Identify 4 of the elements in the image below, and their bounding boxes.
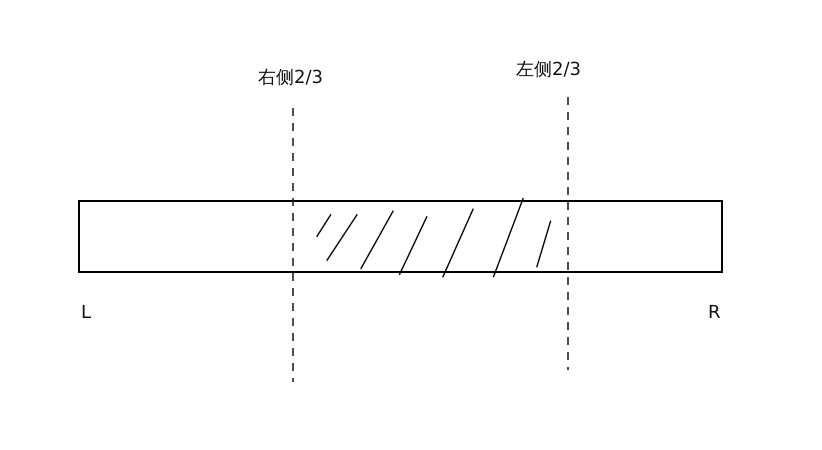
split-label: 右侧2/3 (258, 69, 323, 87)
end-label: L (81, 304, 92, 322)
end-label: R (708, 304, 721, 322)
split-label: 左侧2/3 (516, 61, 581, 79)
